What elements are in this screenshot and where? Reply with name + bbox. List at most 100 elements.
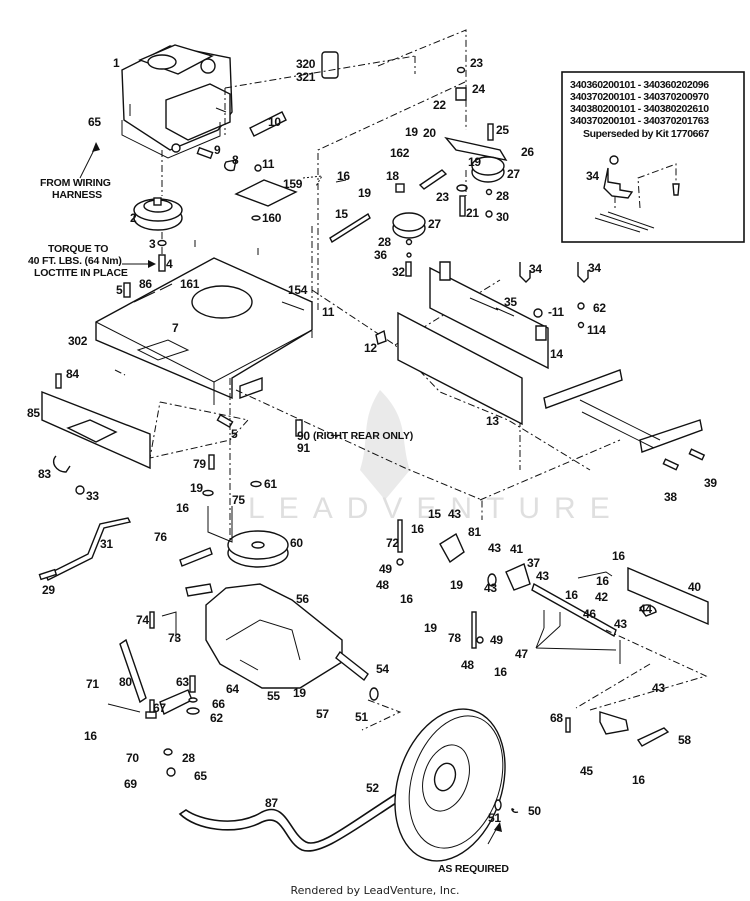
callout-26: 26: [521, 145, 534, 159]
spacer-23-bottom: [456, 184, 468, 192]
leader-47: [535, 625, 617, 651]
pulley-2: [133, 197, 183, 231]
panel-13: [397, 311, 523, 426]
callout-60: 60: [290, 536, 303, 550]
callout-19a: 19: [358, 186, 371, 200]
callout-34a: 34: [529, 262, 542, 276]
callout-19c: 19: [468, 155, 481, 169]
serial-range-4: 340370200101 - 340370201763: [570, 115, 709, 127]
callout-72: 72: [386, 536, 399, 550]
callout-16i: 16: [632, 773, 645, 787]
fitting-8: [224, 159, 237, 172]
callout-57: 57: [316, 707, 329, 721]
panel-14-tab-left: [439, 261, 451, 281]
callout-39: 39: [704, 476, 717, 490]
block-18: [395, 183, 405, 193]
callout-14: 14: [550, 347, 563, 361]
guide-line-e: [149, 401, 249, 459]
callout-28c: 28: [182, 751, 195, 765]
callout-23b: 23: [436, 190, 449, 204]
pin-16-top: [335, 179, 347, 183]
bolt-25: [487, 123, 494, 141]
callout-19b: 19: [405, 125, 418, 139]
nut-65-bottom: [166, 767, 176, 777]
callout-67: 67: [153, 701, 166, 715]
callout-23a: 23: [470, 56, 483, 70]
pin-50: [511, 808, 519, 814]
fastener-12: [375, 329, 387, 345]
callout-65b: 65: [194, 769, 207, 783]
callout-159: 159: [283, 177, 303, 191]
callout-36: 36: [374, 248, 387, 262]
callout-49b: 49: [490, 633, 503, 647]
inset-nut: [609, 155, 619, 165]
guide-line-a: [114, 240, 231, 550]
callout-302: 302: [68, 334, 88, 348]
callout-28b: 28: [378, 235, 391, 249]
callout-162: 162: [390, 146, 410, 160]
callout-56: 56: [296, 592, 309, 606]
rod-72: [397, 519, 403, 553]
as-required-arrow-head: [494, 822, 502, 832]
callout-7: 7: [172, 321, 179, 335]
callout-46: 46: [583, 607, 596, 621]
hook-34-right: [577, 262, 589, 283]
part-41: [487, 573, 497, 587]
spring-76: [179, 547, 213, 567]
callout-19g: 19: [293, 686, 306, 700]
rail-right-lower: [639, 419, 703, 453]
callout-22: 22: [433, 98, 446, 112]
callout-31: 31: [100, 537, 113, 551]
panel-14: [429, 266, 549, 370]
callout-81: 81: [468, 525, 481, 539]
callout-61: 61: [264, 477, 277, 491]
callout-5a: 5: [116, 283, 123, 297]
bracket-75: [207, 506, 233, 543]
callout-54: 54: [376, 662, 389, 676]
washer-19-upper: [202, 489, 214, 497]
rail-right-upper: [543, 369, 623, 409]
pins-47: [543, 610, 621, 664]
bracket-26: [444, 136, 508, 161]
capacitor-320: [321, 51, 339, 79]
callout-20: 20: [423, 126, 436, 140]
callout-48a: 48: [376, 578, 389, 592]
bolt-4: [158, 254, 166, 272]
guide-line-shift: [575, 629, 708, 711]
callout-65a: 65: [88, 115, 101, 129]
clip-159: [302, 175, 323, 187]
rod-58: [636, 727, 670, 747]
washer-51-axle: [369, 687, 379, 701]
callout-43a: 43: [448, 507, 461, 521]
callout-320: 320: [296, 57, 316, 71]
callout-87: 87: [265, 796, 278, 810]
callout-47: 47: [515, 647, 528, 661]
callout-21: 21: [466, 206, 479, 220]
callout-2: 2: [130, 211, 137, 225]
callout-51b: 51: [488, 811, 501, 825]
note-wiring-1: FROM WIRING: [40, 177, 111, 189]
plate-159: [234, 179, 298, 207]
callout-4: 4: [166, 257, 173, 271]
callout-44: 44: [639, 602, 652, 616]
callout-83: 83: [38, 467, 51, 481]
callout-74: 74: [136, 613, 149, 627]
pulley-60: [227, 530, 289, 568]
washer-3: [157, 239, 167, 247]
rod-42: [577, 571, 613, 579]
callout-79: 79: [193, 457, 206, 471]
callout-11c: -11: [548, 305, 564, 319]
callout-45: 45: [580, 764, 593, 778]
guide-line-g: [235, 389, 621, 520]
callout-62a: 62: [593, 301, 606, 315]
callout-321: 321: [296, 70, 316, 84]
callout-62b: 62: [210, 711, 223, 725]
guide-line-b: [224, 55, 416, 135]
serial-range-3: 340380200101 - 340380202610: [570, 103, 709, 115]
callout-13: 13: [486, 414, 499, 428]
callout-43b: 43: [488, 541, 501, 555]
washer-51-wheel: [494, 799, 502, 811]
nut-33: [75, 485, 85, 495]
rod-78: [471, 611, 477, 649]
